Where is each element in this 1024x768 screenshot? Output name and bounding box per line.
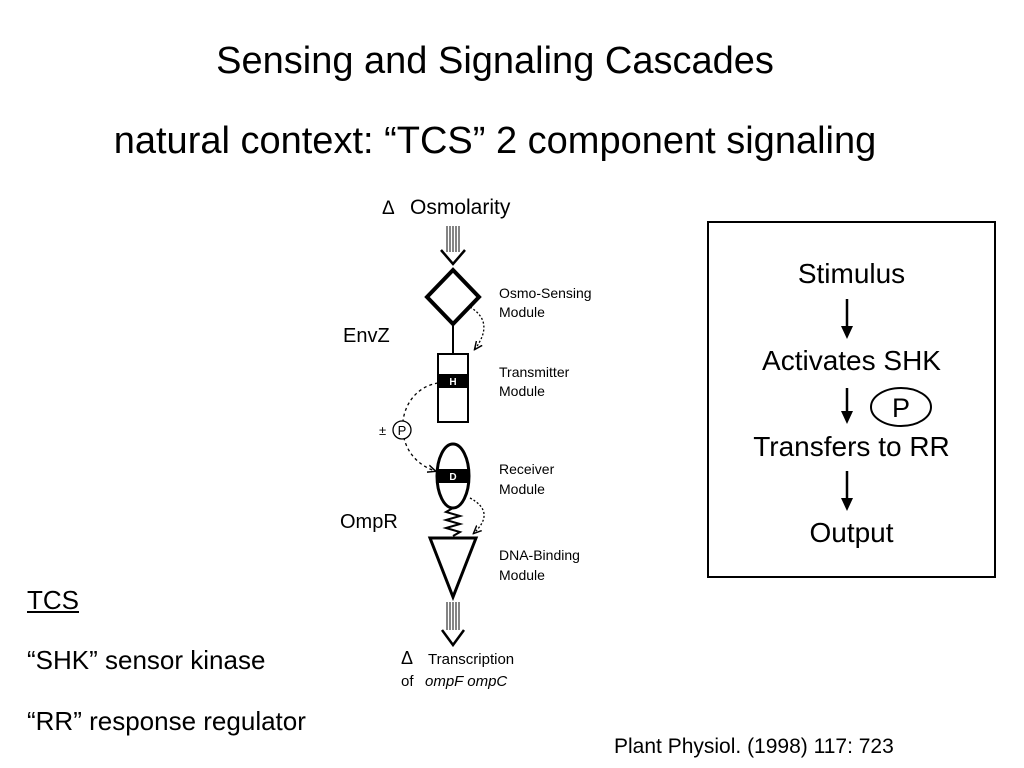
phospho-p-label: P [398,423,407,438]
dna-binding-triangle [427,536,479,602]
phosphotransfer-arrow [402,382,439,471]
osmo-sensing-label: Osmo-Sensing [499,285,592,301]
legend-shk: “SHK” sensor kinase [27,645,266,675]
flow-step-stimulus: Stimulus [797,258,906,289]
receiver-to-dna-binding-arrow [469,497,485,533]
flow-step-activates-shk: Activates SHK [762,345,941,376]
output-of-label: of [401,673,414,690]
output-genes-label: ompF ompC [425,673,507,690]
delta-symbol-input: Δ [382,198,395,219]
ompr-spring-linker [442,507,464,537]
transmitter-label: Transmitter [499,364,570,380]
input-arrow [440,226,466,266]
transcription-label: Transcription [428,651,514,668]
flow-step-output: Output [809,517,894,548]
receiver-module-label: Module [499,481,545,497]
histidine-band [438,374,468,388]
ompr-label: OmpR [340,511,398,533]
input-label: Osmolarity [410,196,511,219]
aspartate-label: D [449,472,456,483]
legend-rr: “RR” response regulator [27,706,306,736]
osmo-sensing-module-label: Module [499,304,545,320]
dna-binding-label: DNA-Binding [499,547,580,563]
tcs-heading: TCS [27,585,79,615]
flow-arrows [841,299,853,511]
transmitter-module-label: Module [499,383,545,399]
citation: Plant Physiol. (1998) 117: 723 [614,735,894,758]
phospho-plusminus: ± [379,423,386,438]
dna-binding-module-label: Module [499,567,545,583]
sensing-to-transmitter-arrow [469,306,485,349]
flow-step-transfers-to-rr: Transfers to RR [753,431,950,462]
phospho-circle [392,420,412,440]
delta-symbol-output: Δ [401,648,413,668]
aspartate-band [437,469,469,483]
flow-phospho-ellipse [870,387,932,427]
flow-summary-box: Stimulus Activates SHK Transfers to RR O… [707,221,996,578]
output-arrow [440,602,466,648]
slide-title: Sensing and Signaling Cascades [216,40,774,82]
osmo-sensing-diamond [424,267,482,327]
histidine-label: H [449,377,456,388]
receiver-label: Receiver [499,461,555,477]
slide-subtitle: natural context: “TCS” 2 component signa… [113,120,877,162]
envz-label: EnvZ [343,325,390,347]
flow-phospho-label: P [892,393,910,423]
